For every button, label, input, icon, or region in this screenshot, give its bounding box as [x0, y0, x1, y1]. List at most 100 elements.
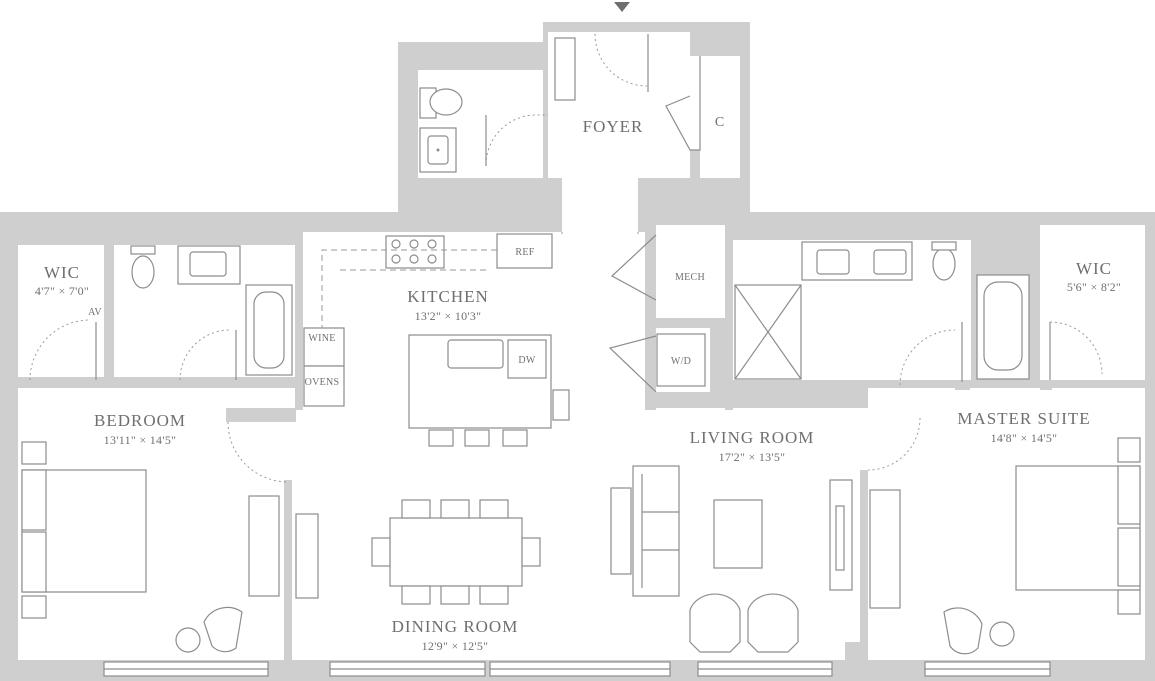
- ovens: [303, 365, 345, 407]
- foyer-fixtures: [419, 33, 701, 234]
- room-labels: FOYER C KITCHEN 13'2" × 10'3" REF DW WIN…: [35, 115, 1121, 653]
- dining-table: [389, 517, 523, 587]
- burner-icon: [409, 254, 419, 264]
- toilet-icon: [131, 255, 155, 289]
- partition-mech-right: [725, 225, 733, 410]
- upper-cabinet-line: [321, 249, 497, 340]
- partition-wic-right: [1030, 225, 1040, 388]
- dishwasher: [507, 339, 547, 379]
- side-table: [175, 627, 201, 653]
- wic-right-dimensions: 5'6" × 8'2": [1067, 280, 1121, 294]
- master-suite-label: MASTER SUITE: [957, 409, 1090, 428]
- partition-master-bath-door: [955, 380, 970, 390]
- stool: [552, 389, 570, 421]
- mech-label: MECH: [675, 272, 705, 283]
- tv-icon: [835, 505, 845, 571]
- sideboard: [295, 513, 319, 599]
- nightstand: [21, 595, 47, 619]
- partition-bath-bottom-right: [238, 377, 295, 387]
- partition-wic-bottom: [18, 377, 96, 387]
- partition-wic-right-bottom: [1040, 380, 1052, 390]
- dining-chair: [401, 499, 431, 519]
- side-table: [989, 621, 1015, 647]
- entry-door-swing: [594, 33, 648, 87]
- pillow: [1117, 527, 1141, 587]
- armchair: [943, 607, 983, 655]
- nightstand: [1117, 589, 1141, 615]
- bedroom-fixtures: [21, 421, 289, 653]
- entry-arrow-icon: [614, 2, 630, 12]
- wic-right-floor: [1040, 225, 1145, 380]
- coffee-table: [713, 499, 763, 569]
- partition-bedroom-right: [284, 480, 292, 660]
- island-sink: [447, 339, 504, 369]
- partition-mech: [645, 225, 656, 410]
- partition-bath-bottom: [114, 377, 180, 387]
- mech-floor: [636, 225, 725, 318]
- partition-foyer-left: [543, 42, 548, 178]
- wic-door-swing: [29, 319, 91, 381]
- living-room-dimensions: 17'2" × 13'5": [719, 450, 786, 464]
- dining-room-dimensions: 12'9" × 12'5": [422, 639, 489, 653]
- dw-label: DW: [518, 355, 536, 366]
- wic-left-floor: [18, 245, 104, 377]
- burner-icon: [409, 239, 419, 249]
- stool: [502, 429, 528, 447]
- bedroom-dimensions: 13'11" × 14'5": [104, 433, 177, 447]
- living-fixtures: [610, 417, 921, 653]
- dining-chair: [371, 537, 391, 567]
- burner-icon: [427, 239, 437, 249]
- powder-door-swing: [485, 114, 548, 166]
- toilet-icon: [429, 88, 463, 116]
- wic-right-label: WIC: [1076, 259, 1112, 278]
- pillow: [21, 531, 47, 593]
- burner-icon: [427, 254, 437, 264]
- sink-icon: [816, 249, 850, 275]
- stool: [428, 429, 454, 447]
- armchair: [689, 593, 741, 653]
- wd-door: [608, 335, 657, 393]
- refrigerator: [496, 233, 553, 269]
- dining-chair: [521, 537, 541, 567]
- washer-dryer: [656, 333, 706, 387]
- windows: [103, 661, 1051, 677]
- bedroom-label: BEDROOM: [94, 411, 186, 430]
- wic-left-dimensions: 4'7" × 7'0": [35, 284, 89, 298]
- partition-mech-wd: [656, 318, 725, 328]
- nightstand: [1117, 437, 1141, 463]
- dining-chair: [479, 499, 509, 519]
- burner-icon: [391, 239, 401, 249]
- dining-chair: [479, 585, 509, 605]
- dining-room-label: DINING ROOM: [392, 617, 519, 636]
- gallery-threshold: [561, 232, 639, 234]
- left-suite-fixtures: [29, 245, 293, 381]
- pillow: [21, 469, 47, 531]
- pillow: [1117, 465, 1141, 525]
- living-room-label: LIVING ROOM: [690, 428, 815, 447]
- mech-door: [610, 234, 657, 301]
- closet-door: [665, 56, 701, 151]
- sink-icon: [189, 251, 227, 277]
- ref-label: REF: [515, 247, 534, 258]
- partition-master-left: [860, 470, 868, 660]
- sofa: [632, 465, 680, 597]
- armchair: [203, 606, 243, 653]
- partition-kitchen-left: [295, 232, 303, 410]
- wic-left-label: WIC: [44, 263, 80, 282]
- dining-chair: [401, 585, 431, 605]
- master-door-swing: [867, 417, 921, 471]
- nightstand: [21, 441, 47, 465]
- foyer-bench: [554, 37, 576, 101]
- dresser: [248, 495, 280, 597]
- av-label: AV: [88, 307, 102, 318]
- master-bath-door-swing: [899, 329, 956, 386]
- master-suite-fixtures: [869, 437, 1141, 655]
- stool: [464, 429, 490, 447]
- toilet-tank: [130, 245, 156, 255]
- partition-bedroom-door: [226, 408, 296, 422]
- master-bath-fixtures: [734, 241, 1103, 386]
- partition-wic-bath: [104, 245, 114, 385]
- armchair: [747, 593, 799, 653]
- mech-fixtures: [608, 234, 706, 393]
